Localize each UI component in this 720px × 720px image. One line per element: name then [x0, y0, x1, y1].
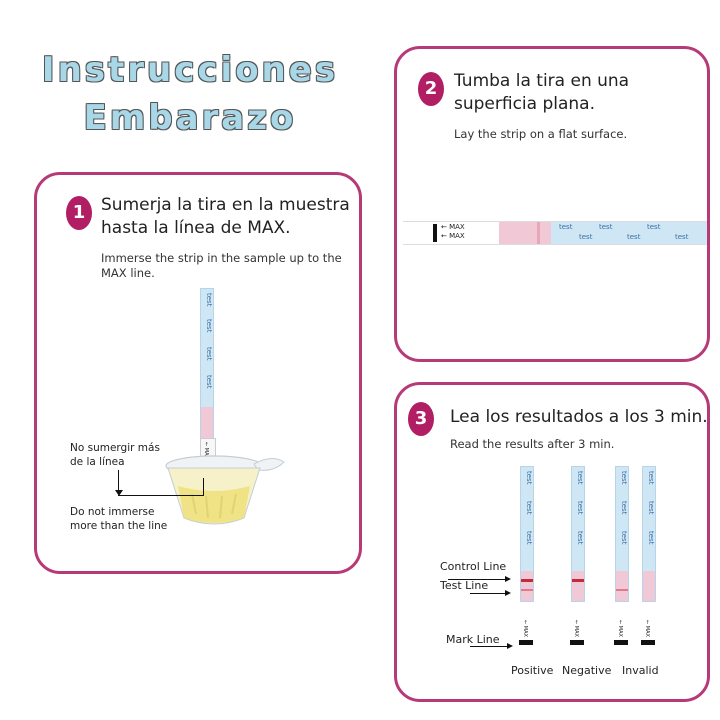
strip-brand-label: test — [599, 223, 613, 231]
strip-reaction-pad — [572, 571, 584, 601]
strip-brand-label: test — [205, 375, 213, 389]
strip-brand-label: test — [627, 233, 641, 241]
control-line-mark — [521, 579, 533, 582]
strip-max-1: ← MAX — [441, 223, 465, 231]
result-label-positive: Positive — [511, 664, 554, 677]
step-1-note-en-line-2: more than the line — [70, 520, 168, 532]
result-strip-invalid-1: test test test — [615, 466, 629, 602]
down-arrow-shaft — [118, 470, 119, 492]
strip-faint-line — [537, 222, 540, 244]
mark-line-label: Mark Line — [446, 633, 500, 646]
strip-reaction-pad — [499, 222, 551, 244]
strip-max-mark: ← MAX — [522, 620, 528, 637]
result-strip-negative: test test test — [571, 466, 585, 602]
strip-brand-label: test — [579, 233, 593, 241]
down-arrow-icon — [115, 490, 123, 496]
strip-brand-label: test — [205, 319, 213, 333]
strip-brand-label: test — [205, 347, 213, 361]
strip-brand-label: test — [620, 501, 628, 515]
title-line-2: Embarazo — [83, 98, 297, 138]
pointer-line-vertical — [203, 478, 204, 496]
arrow-right-icon — [505, 576, 511, 582]
strip-reaction-pad — [521, 571, 533, 601]
step-2-badge: 2 — [418, 72, 444, 106]
step-1-badge: 1 — [66, 196, 92, 230]
strip-brand-label: test — [576, 501, 584, 515]
result-label-negative: Negative — [562, 664, 612, 677]
step-1-test-strip: test test test test — [200, 288, 214, 440]
step-1-note-es-line-1: No sumergir más — [70, 442, 160, 454]
strip-brand-label: test — [576, 531, 584, 545]
step-1-sub-line-1: Immerse the strip in the sample up to th… — [101, 251, 342, 265]
strip-mark-bar — [433, 224, 437, 242]
mark-bar — [614, 640, 628, 645]
test-line-label: Test Line — [440, 579, 489, 592]
strip-brand-label: test — [647, 471, 655, 485]
result-strip-invalid-2: test test test — [642, 466, 656, 602]
result-strip-positive: test test test — [520, 466, 534, 602]
strip-max-mark: ← MAX — [617, 620, 623, 637]
test-line-mark — [616, 589, 628, 591]
pointer-line — [118, 495, 204, 496]
test-line-pointer — [470, 593, 506, 594]
control-line-mark — [572, 579, 584, 582]
strip-max-mark: ← MAX — [644, 620, 650, 637]
step-2-heading-line-1: Tumba la tira en una — [454, 71, 630, 91]
strip-brand-area: test test test test test test — [551, 222, 707, 244]
strip-reaction-pad — [201, 407, 213, 439]
arrow-right-icon — [505, 590, 511, 596]
strip-max-mark: ← MAX — [203, 442, 209, 459]
step-3-badge: 3 — [408, 402, 434, 436]
step-1-heading-line-1: Sumerja la tira en la muestra — [101, 195, 350, 215]
strip-brand-label: test — [576, 471, 584, 485]
step-3-heading: Lea los resultados a los 3 min. — [450, 407, 708, 427]
mark-line-pointer — [470, 646, 508, 647]
step-2-test-strip: ← MAX ← MAX test test test test test tes… — [403, 221, 707, 245]
step-3-sub: Read the results after 3 min. — [450, 437, 615, 451]
strip-brand-label: test — [647, 223, 661, 231]
step-2-heading-line-2: superficia plana. — [454, 94, 595, 114]
strip-reaction-pad — [643, 571, 655, 601]
strip-brand-label: test — [647, 531, 655, 545]
strip-brand-label: test — [525, 471, 533, 485]
step-1-note-es-line-2: de la línea — [70, 456, 125, 468]
strip-brand-label: test — [559, 223, 573, 231]
mark-bar — [641, 640, 655, 645]
control-line-pointer — [448, 579, 506, 580]
strip-brand-label: test — [675, 233, 689, 241]
mark-bar — [519, 640, 533, 645]
control-line-label: Control Line — [440, 560, 507, 573]
step-1-heading-line-2: hasta la línea de MAX. — [101, 218, 291, 238]
step-2-sub: Lay the strip on a flat surface. — [454, 127, 628, 141]
step-2-card: ← MAX ← MAX test test test test test tes… — [394, 46, 710, 362]
result-label-invalid: Invalid — [622, 664, 659, 677]
strip-max-2: ← MAX — [441, 232, 465, 240]
strip-brand-label: test — [525, 531, 533, 545]
arrow-right-icon — [507, 643, 513, 649]
sample-cup-illustration — [165, 455, 285, 525]
strip-brand-label: test — [205, 293, 213, 307]
step-1-sub-line-2: MAX line. — [101, 266, 155, 280]
strip-brand-label: test — [647, 501, 655, 515]
mark-bar — [570, 640, 584, 645]
step-3-card — [394, 382, 710, 702]
test-line-mark — [521, 589, 533, 591]
strip-max-mark: ← MAX — [573, 620, 579, 637]
strip-brand-label: test — [620, 531, 628, 545]
strip-brand-label: test — [620, 471, 628, 485]
title-line-1: Instrucciones — [41, 50, 339, 90]
strip-brand-label: test — [525, 501, 533, 515]
strip-reaction-pad — [616, 571, 628, 601]
step-1-note-en-line-1: Do not immerse — [70, 506, 155, 518]
